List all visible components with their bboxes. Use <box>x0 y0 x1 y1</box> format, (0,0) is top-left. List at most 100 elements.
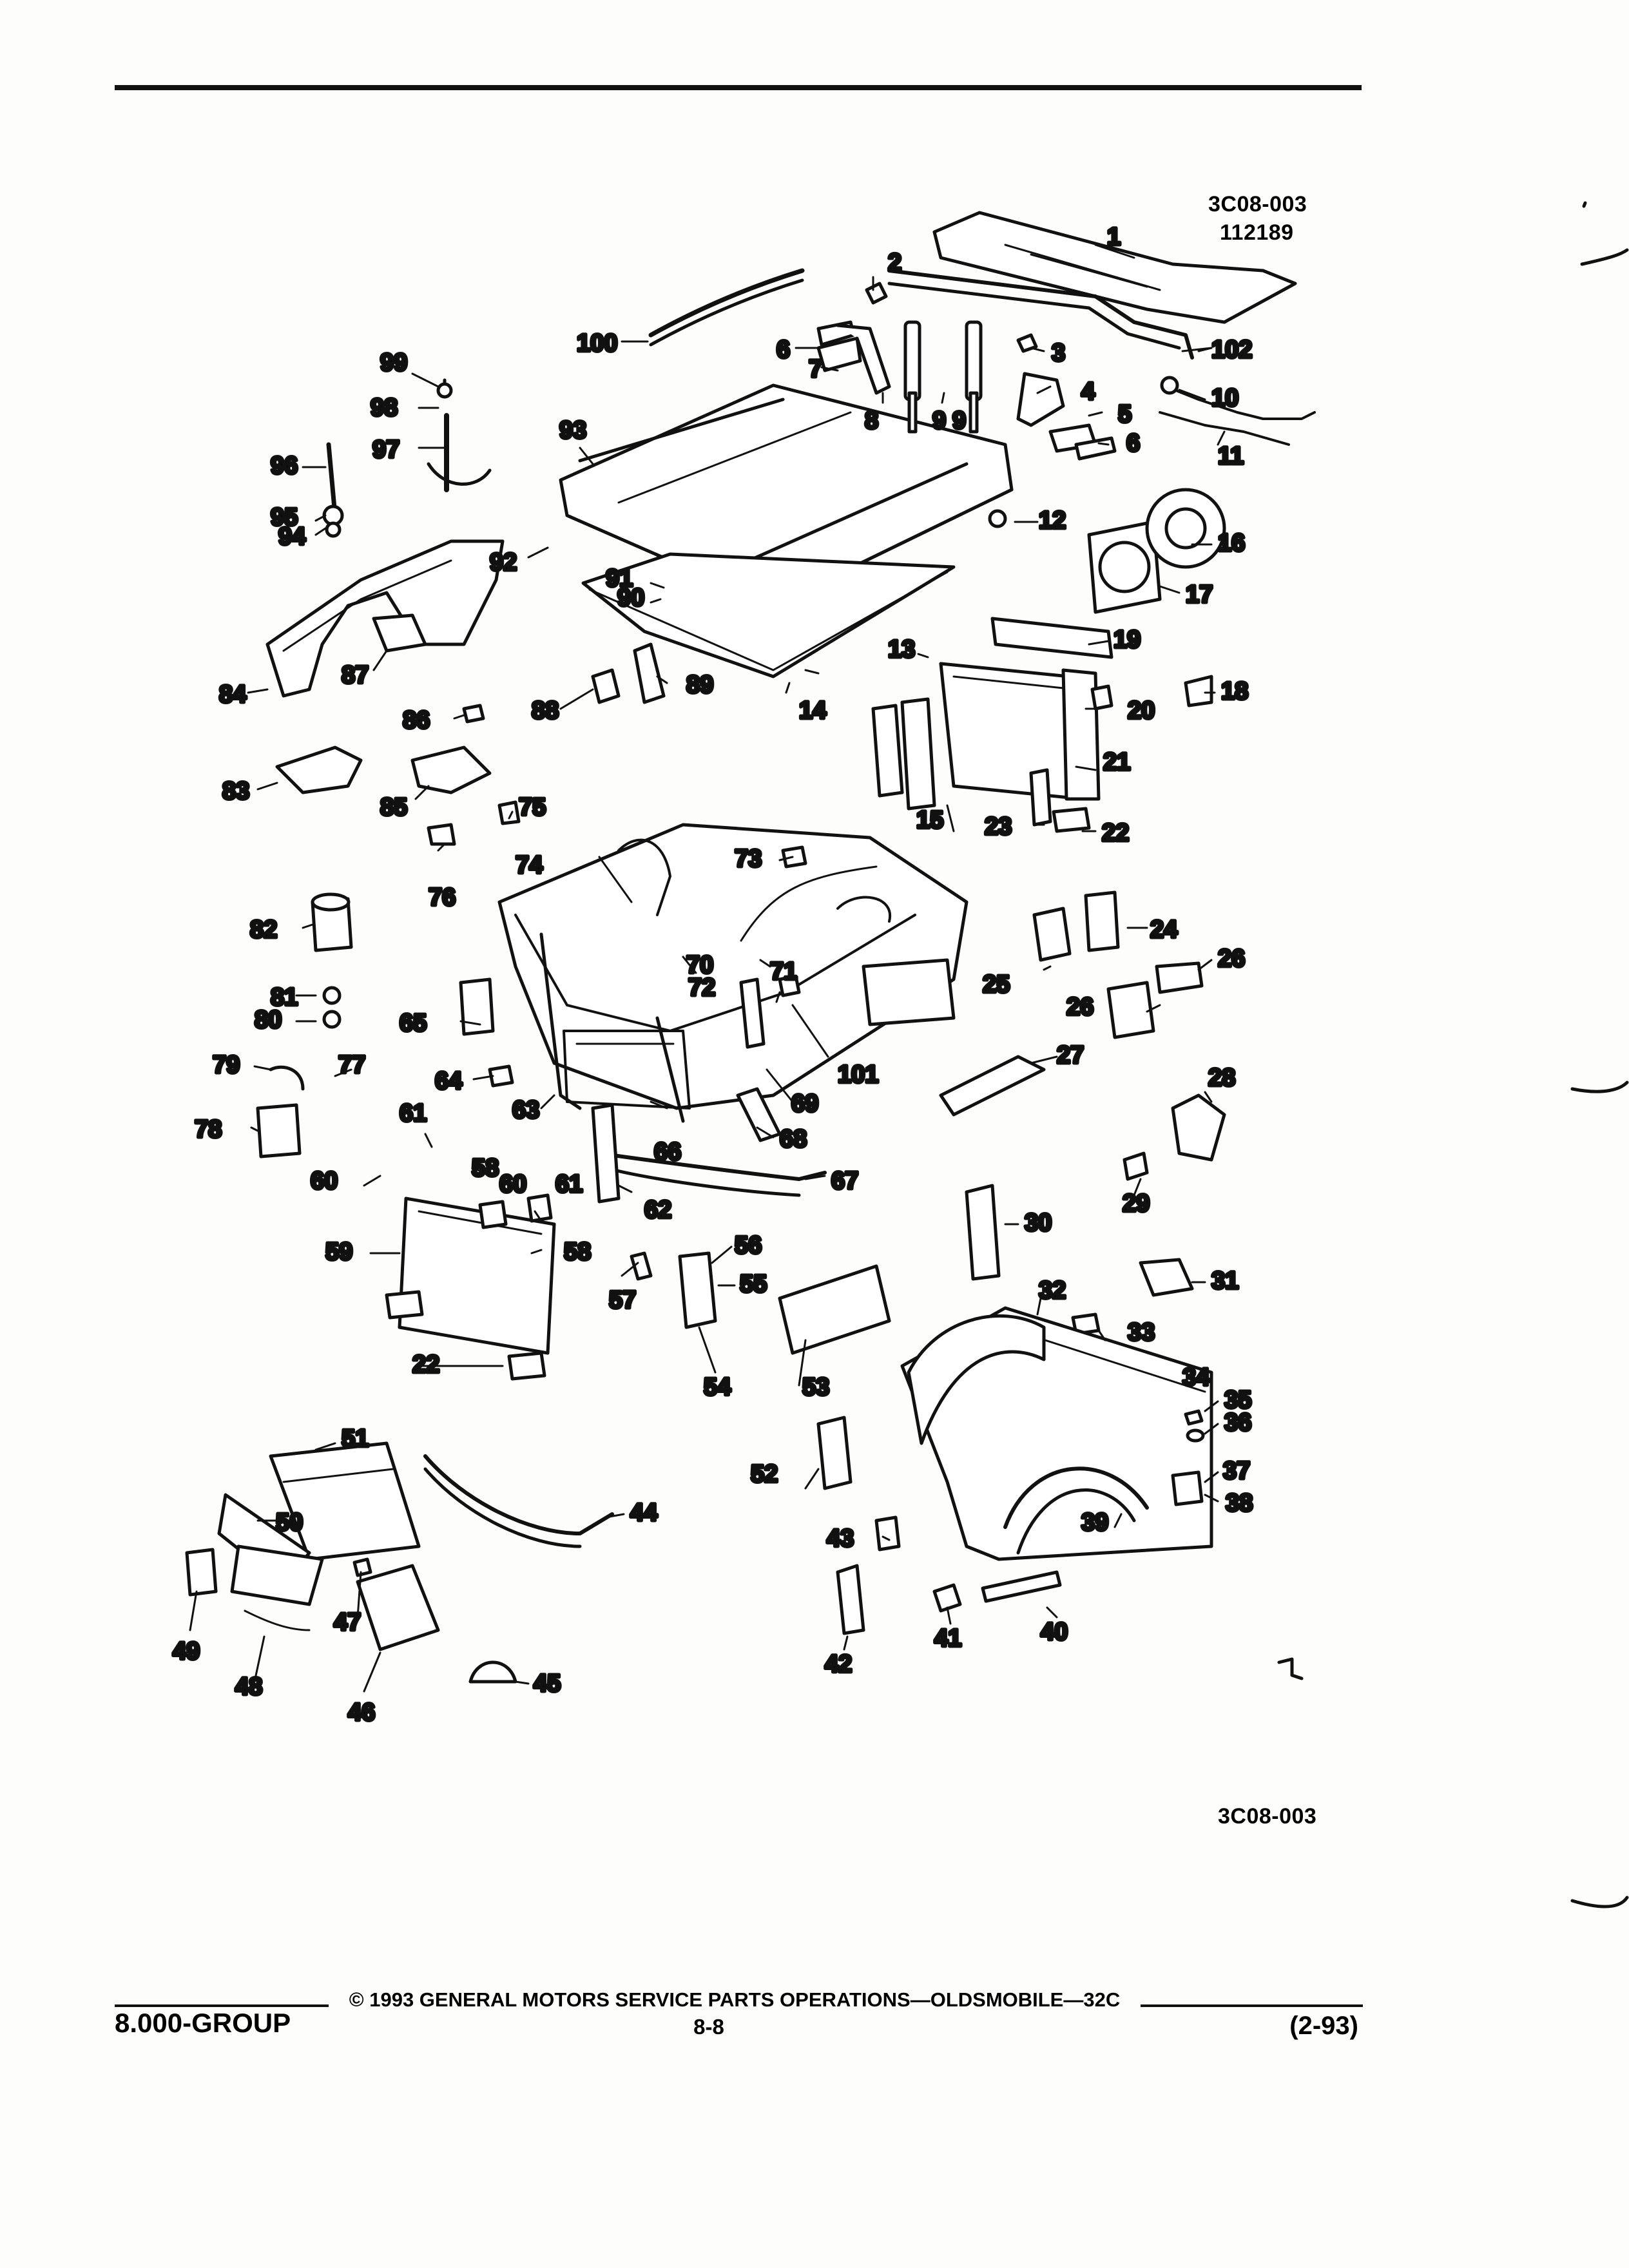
hood-panel <box>559 383 1014 608</box>
callout-9b: 9 <box>952 407 966 434</box>
callout-58a: 58 <box>472 1155 499 1182</box>
callout-16: 16 <box>1218 530 1245 557</box>
antenna-assembly <box>322 378 492 538</box>
callout-83: 83 <box>222 778 249 805</box>
fender-hardware-right <box>836 1409 1205 1635</box>
callout-48: 48 <box>235 1673 262 1700</box>
callout-81: 81 <box>271 984 298 1011</box>
callout-61b: 61 <box>555 1171 583 1198</box>
header-rule <box>115 85 1362 90</box>
callout-97: 97 <box>372 436 400 463</box>
callout-25: 25 <box>983 971 1010 998</box>
callout-17: 17 <box>1186 581 1213 608</box>
callout-19: 19 <box>1113 626 1141 653</box>
callout-98: 98 <box>371 394 398 421</box>
callout-90: 90 <box>617 584 644 611</box>
cowl-vent-panel <box>932 211 1297 324</box>
callout-94: 94 <box>278 523 305 550</box>
callout-5: 5 <box>1118 401 1132 428</box>
callout-29: 29 <box>1123 1190 1150 1217</box>
callout-24: 24 <box>1150 916 1177 943</box>
callout-60b: 60 <box>499 1171 526 1198</box>
callout-11: 11 <box>1218 443 1244 470</box>
callout-78: 78 <box>195 1116 222 1143</box>
callout-99: 99 <box>380 349 407 376</box>
callout-76: 76 <box>429 884 456 911</box>
callout-2: 2 <box>888 249 901 276</box>
callout-102: 102 <box>1211 336 1252 363</box>
footer-copyright: © 1993 GENERAL MOTORS SERVICE PARTS OPER… <box>349 1988 1121 2011</box>
callout-49: 49 <box>173 1638 200 1665</box>
callout-63: 63 <box>512 1097 539 1124</box>
front-fascia-and-grille <box>185 1441 614 1684</box>
footer-rule-left <box>115 2004 329 2007</box>
callout-64: 64 <box>435 1068 462 1095</box>
callout-77: 77 <box>338 1052 365 1079</box>
callout-26b: 26 <box>1066 994 1094 1021</box>
callout-10: 10 <box>1211 385 1239 412</box>
callout-57: 57 <box>609 1287 636 1314</box>
callout-38: 38 <box>1226 1490 1253 1517</box>
footer-page-number: 8-8 <box>693 2015 724 2039</box>
hood-lift-struts <box>903 320 983 434</box>
fender-inner-brackets <box>630 1251 891 1490</box>
callout-14: 14 <box>799 697 826 724</box>
callout-1: 1 <box>1107 224 1121 251</box>
callout-4: 4 <box>1081 378 1095 405</box>
callout-55: 55 <box>740 1271 767 1298</box>
callout-41: 41 <box>934 1625 961 1652</box>
callout-96: 96 <box>271 452 298 479</box>
callout-32: 32 <box>1039 1277 1066 1304</box>
callout-89: 89 <box>686 671 713 698</box>
callout-100: 100 <box>577 330 617 357</box>
callout-26a: 26 <box>1218 945 1245 972</box>
front-fender-right <box>900 1306 1213 1561</box>
footer-revision: (2-93) <box>1289 2012 1358 2040</box>
callout-79: 79 <box>213 1052 240 1079</box>
callout-33: 33 <box>1128 1319 1155 1346</box>
callout-95: 95 <box>271 504 298 531</box>
callout-60a: 60 <box>311 1168 338 1195</box>
callout-42: 42 <box>825 1651 852 1678</box>
callout-20: 20 <box>1128 697 1155 724</box>
cowl-seal-strip <box>887 269 1194 360</box>
callout-28: 28 <box>1208 1064 1235 1091</box>
callout-21: 21 <box>1103 749 1130 776</box>
callout-91: 91 <box>606 565 633 592</box>
callout-85: 85 <box>380 794 407 821</box>
callout-69: 69 <box>791 1090 818 1117</box>
callout-18: 18 <box>1221 678 1248 705</box>
callout-39: 39 <box>1081 1509 1108 1536</box>
callout-101: 101 <box>838 1061 878 1088</box>
callout-58b: 58 <box>564 1238 591 1265</box>
callout-53: 53 <box>802 1374 829 1401</box>
binding-marks <box>1277 201 1629 1908</box>
callout-51: 51 <box>342 1425 369 1452</box>
callout-31: 31 <box>1211 1267 1239 1294</box>
callout-35: 35 <box>1224 1387 1251 1414</box>
callout-62: 62 <box>644 1196 671 1224</box>
callout-43: 43 <box>827 1525 854 1552</box>
front-lower-air-deflector <box>591 1103 827 1204</box>
cooling-fan-assembly <box>988 488 1226 614</box>
footer-group: 8.000-GROUP <box>115 2008 291 2038</box>
callout-6b: 6 <box>1126 430 1140 457</box>
callout-34: 34 <box>1182 1364 1210 1391</box>
callout-56: 56 <box>735 1232 762 1259</box>
hood-insulator <box>581 552 956 678</box>
callout-12: 12 <box>1039 507 1066 534</box>
callout-82: 82 <box>250 916 277 943</box>
callout-75: 75 <box>519 794 546 821</box>
callout-72: 72 <box>688 974 715 1001</box>
callout-68: 68 <box>780 1126 807 1153</box>
hood-seal <box>648 268 805 347</box>
footer-rule-right <box>1141 2004 1363 2007</box>
hood-hinges <box>816 282 1117 461</box>
callout-45: 45 <box>534 1670 561 1697</box>
callout-23: 23 <box>985 813 1012 840</box>
callout-37: 37 <box>1223 1457 1250 1485</box>
callout-59: 59 <box>325 1238 352 1265</box>
callout-6a: 6 <box>776 336 790 363</box>
callout-65: 65 <box>400 1010 427 1037</box>
callout-46: 46 <box>348 1699 375 1726</box>
